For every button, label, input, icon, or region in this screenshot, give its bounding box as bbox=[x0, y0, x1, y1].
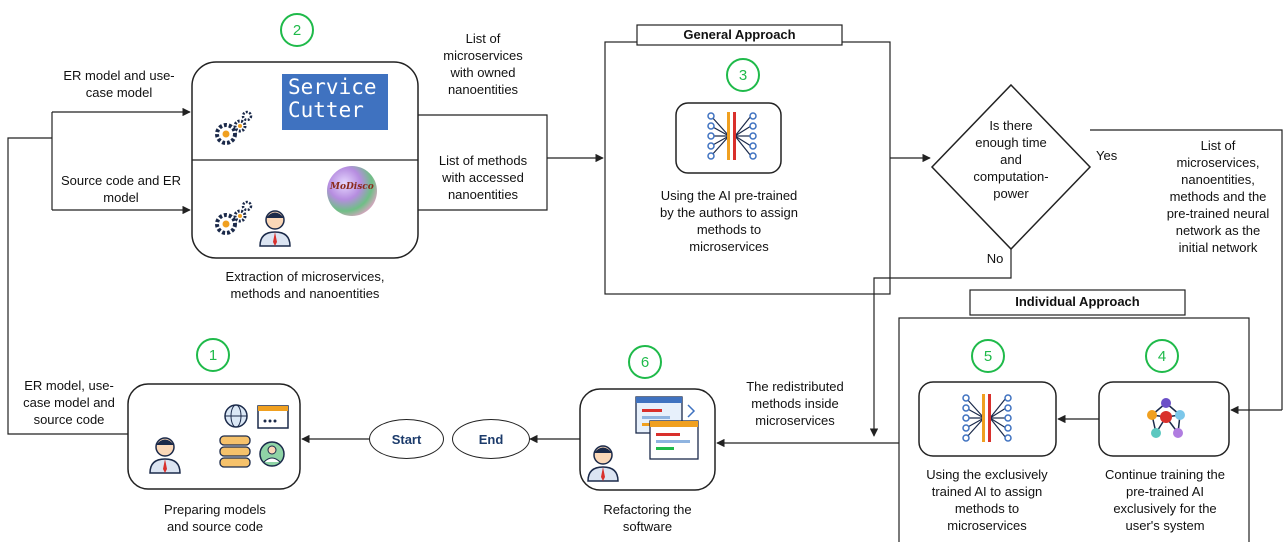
gears-icon bbox=[215, 200, 253, 235]
connectors bbox=[7, 107, 1283, 448]
caption-extraction: Extraction of microservices, methods and… bbox=[225, 269, 385, 301]
step-number-3: 3 bbox=[726, 58, 760, 92]
graph-network-icon bbox=[1147, 398, 1185, 438]
person-icon bbox=[259, 210, 291, 247]
accessed-list-line bbox=[418, 158, 548, 211]
neural-network-icon bbox=[962, 394, 1012, 442]
step-number-4: 4 bbox=[1145, 339, 1179, 373]
step-number-2: 2 bbox=[280, 13, 314, 47]
no-line bbox=[869, 249, 1012, 437]
caption-exclusive-ai: Using the exclusively trained AI to assi… bbox=[926, 467, 1048, 533]
general-approach-header-box bbox=[636, 24, 843, 46]
database-server-icon bbox=[219, 404, 289, 468]
step-number-5: 5 bbox=[971, 339, 1005, 373]
label-prep-output: ER model, use- case model and source cod… bbox=[23, 378, 115, 427]
caption-preparing: Preparing models and source code bbox=[164, 502, 266, 534]
service-cutter-logo: Service Cutter bbox=[282, 74, 388, 130]
owned-list-line bbox=[418, 114, 548, 158]
label-source-er-input: Source code and ER model bbox=[61, 173, 181, 205]
decision-text: Is there enough time and computation- po… bbox=[973, 118, 1049, 201]
individual-approach-header-box bbox=[969, 289, 1186, 316]
label-yes-output: List of microservices, nanoentities, met… bbox=[1166, 138, 1270, 255]
gears-icon bbox=[215, 110, 253, 145]
loop-line-prep-to-split bbox=[7, 137, 128, 435]
caption-continue-training: Continue training the pre-trained AI exc… bbox=[1105, 467, 1225, 533]
label-accessed-list: List of methods with accessed nanoentiti… bbox=[438, 153, 528, 202]
exclusive-ai-box bbox=[918, 381, 1057, 457]
label-er-usecase-input: ER model and use- case model bbox=[63, 68, 175, 100]
general-approach-header: General Approach bbox=[683, 27, 796, 42]
step-number-6: 6 bbox=[628, 345, 662, 379]
individual-approach-header: Individual Approach bbox=[1015, 294, 1140, 309]
yes-line bbox=[1090, 129, 1283, 410]
label-no: No bbox=[986, 251, 1004, 266]
neural-network-icon bbox=[707, 112, 757, 160]
end-terminal: End bbox=[452, 419, 530, 459]
code-window-icon bbox=[635, 396, 699, 460]
label-yes: Yes bbox=[1096, 148, 1118, 163]
label-owned-list: List of microservices with owned nanoent… bbox=[443, 31, 523, 97]
modisco-logo-text: MoDisco bbox=[330, 182, 374, 192]
modisco-logo: MoDisco bbox=[327, 166, 377, 216]
caption-general-ai: Using the AI pre-trained by the authors … bbox=[659, 188, 799, 254]
person-icon bbox=[149, 437, 181, 474]
start-terminal: Start bbox=[369, 419, 444, 459]
step-number-1: 1 bbox=[196, 338, 230, 372]
caption-refactoring: Refactoring the software bbox=[603, 502, 692, 534]
person-icon bbox=[587, 445, 619, 482]
label-redistributed: The redistributed methods inside microse… bbox=[746, 379, 844, 428]
